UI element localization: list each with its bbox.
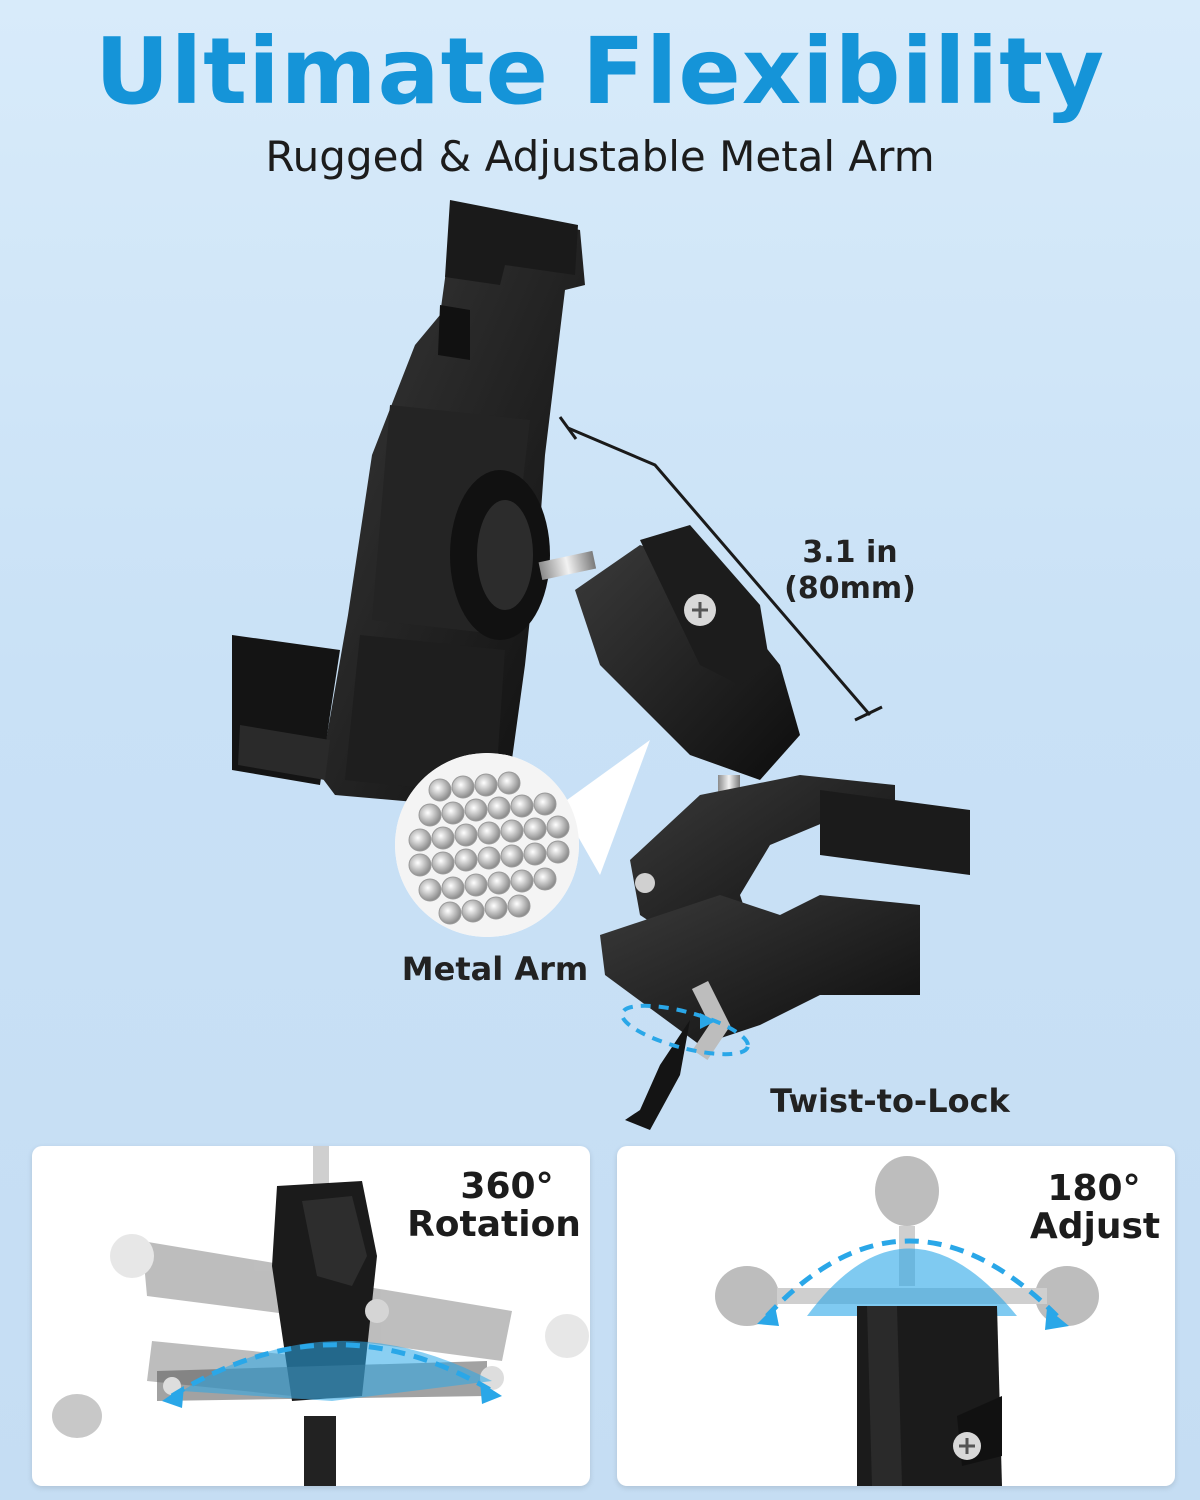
page-subtitle: Rugged & Adjustable Metal Arm [265,132,935,181]
holder-illustration [232,200,970,1130]
dimension-mm: (80mm) [784,571,916,606]
rotation-arrow-icon [170,1342,494,1399]
adjust-degrees: 180° [1047,1168,1141,1209]
dimension-label: 3.1 in (80mm) [760,535,940,607]
middle-joint [575,525,800,780]
tablet-clamp [232,200,585,810]
dimension-inches: 3.1 in [802,535,898,570]
adjust-illustration [715,1156,1099,1486]
metal-rods-icon [395,740,650,937]
rotation-illustration [52,1146,589,1486]
twist-lock-label: Twist-to-Lock [770,1082,1010,1120]
page-title: Ultimate Flexibility [94,18,1106,125]
dimension-line [558,416,883,722]
rotation-label: Rotation [407,1204,581,1245]
c-clamp [600,775,970,1130]
metal-arm-label: Metal Arm [401,950,589,988]
adjust-arrow-icon [765,1238,1059,1318]
rotation-panel: 360° Rotation [32,1146,590,1486]
adjust-label: Adjust [1029,1206,1161,1247]
adjust-panel: 180° Adjust [617,1146,1175,1486]
rotation-degrees: 360° [460,1166,554,1207]
